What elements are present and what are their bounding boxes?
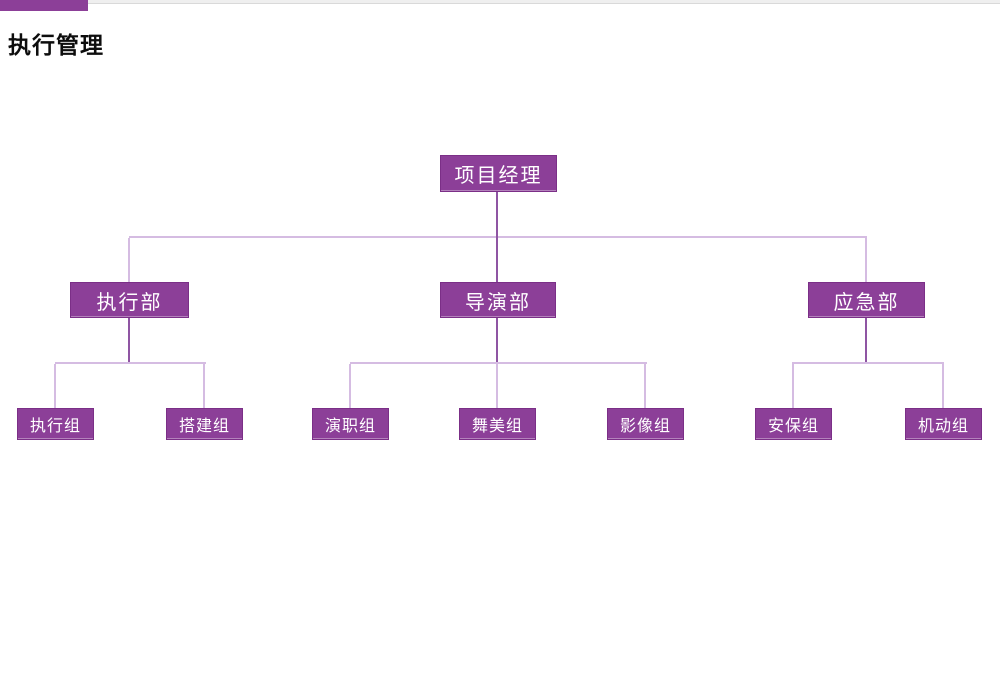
org-node-security-team: 安保组 — [755, 408, 832, 440]
connector-line — [496, 192, 498, 236]
connector-line — [203, 364, 205, 408]
connector-line — [496, 364, 498, 408]
connector-line — [496, 318, 498, 362]
connector-line — [644, 364, 646, 408]
connector-line — [349, 364, 351, 408]
org-node-stage-art-team: 舞美组 — [459, 408, 536, 440]
connector-line — [350, 362, 647, 364]
connector-line — [865, 238, 867, 282]
connector-line — [865, 318, 867, 362]
org-node-emergency-dept: 应急部 — [808, 282, 925, 318]
connector-line — [792, 362, 944, 364]
org-node-mobile-team: 机动组 — [905, 408, 982, 440]
top-strip — [0, 0, 1000, 4]
connector-line — [128, 238, 130, 282]
connector-line — [792, 364, 794, 408]
title-accent-bar — [0, 0, 88, 11]
connector-line — [129, 236, 867, 238]
org-node-project-manager: 项目经理 — [440, 155, 557, 192]
org-node-execution-team: 执行组 — [17, 408, 94, 440]
connector-line — [128, 318, 130, 362]
org-node-video-team: 影像组 — [607, 408, 684, 440]
org-node-setup-team: 搭建组 — [166, 408, 243, 440]
connector-line — [496, 236, 498, 282]
org-node-execution-dept: 执行部 — [70, 282, 189, 318]
page-title: 执行管理 — [8, 32, 104, 58]
org-node-cast-team: 演职组 — [312, 408, 389, 440]
connector-line — [55, 362, 206, 364]
org-node-director-dept: 导演部 — [440, 282, 556, 318]
connector-line — [942, 364, 944, 408]
connector-line — [54, 364, 56, 408]
